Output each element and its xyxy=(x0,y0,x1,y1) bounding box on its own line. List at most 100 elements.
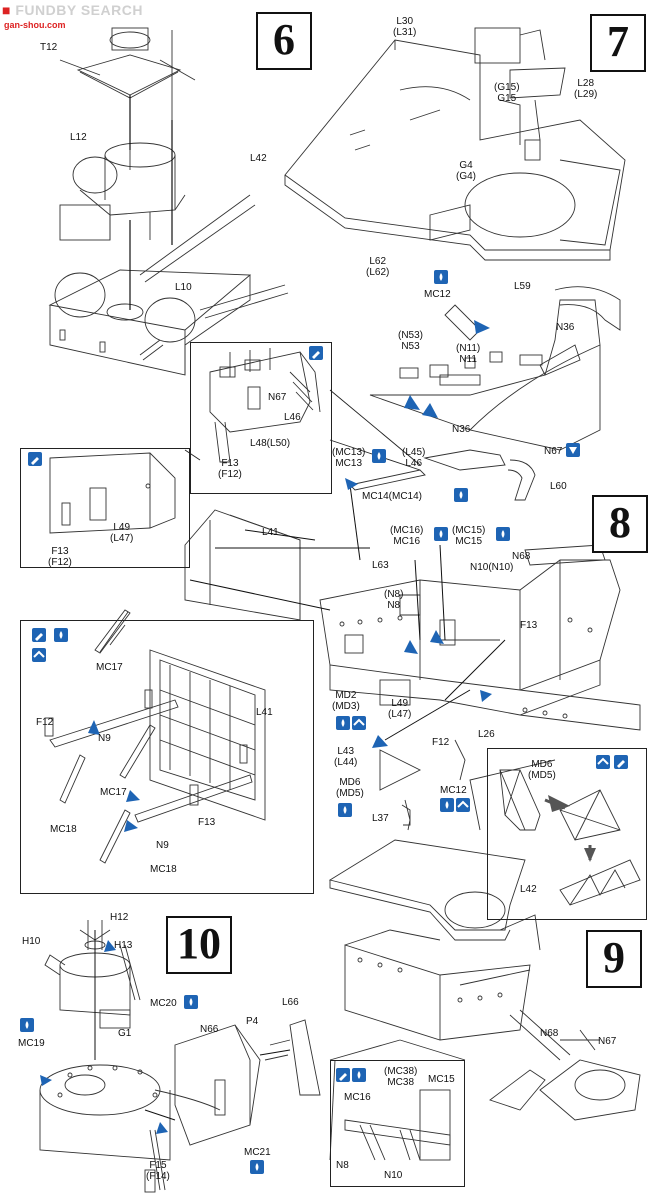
label-l42-step9: L42 xyxy=(520,884,537,895)
label-mc38-main: MC38 xyxy=(387,1077,415,1088)
inset-label-md6: MD6 (MD5) xyxy=(528,759,556,781)
label-l44-alt: (L44) xyxy=(334,757,358,768)
paint-glue-icon xyxy=(32,628,46,642)
glue-icon xyxy=(454,488,468,502)
label-n68: N68 xyxy=(512,551,531,562)
inset-step9-frame xyxy=(330,1060,465,1187)
label-l46-main: L46 xyxy=(405,458,423,469)
label-g15-alt: (G15) xyxy=(494,82,520,93)
inset-label-mc17-b: MC17 xyxy=(100,787,127,798)
step7-n67-drawing xyxy=(349,286,621,501)
label-l42: L42 xyxy=(250,153,267,164)
inset-label-mc17-a: MC17 xyxy=(96,662,123,673)
inset-ladders-frame xyxy=(20,620,314,894)
label-mc13: (MC13) MC13 xyxy=(332,447,365,469)
label-l60: L60 xyxy=(550,481,567,492)
label-g15-main: G15 xyxy=(497,93,517,104)
label-n8-step9: N8 xyxy=(336,1160,349,1171)
label-l28-main: L28 xyxy=(577,78,595,89)
label-l66: L66 xyxy=(282,997,299,1008)
inset-label-f12-alt: (F12) xyxy=(218,469,242,480)
glue-icon xyxy=(336,716,350,730)
inset-label-n9-b: N9 xyxy=(156,840,169,851)
label-l45-l46: (L45) L46 xyxy=(402,447,425,469)
inset-label-f13: F13 (F12) xyxy=(218,458,242,480)
label-f15: F15 (F14) xyxy=(146,1160,170,1182)
label-mc21: MC21 xyxy=(244,1147,271,1158)
paint-icon xyxy=(596,755,610,769)
label-l43-main: L43 xyxy=(337,746,355,757)
paint-icon xyxy=(352,716,366,730)
label-n53-main: N53 xyxy=(401,341,420,352)
inset-label-l47-alt: (L47) xyxy=(110,533,134,544)
label-l59: L59 xyxy=(514,281,531,292)
label-l41-top: L41 xyxy=(262,527,279,538)
inset-label-f12-b-alt: (F12) xyxy=(48,557,72,568)
label-t12: T12 xyxy=(40,42,58,53)
label-f14-alt: (F14) xyxy=(146,1171,170,1182)
label-f12: F12 xyxy=(432,737,450,748)
label-l30: L30 (L31) xyxy=(393,16,416,38)
cut-icon xyxy=(566,443,580,457)
label-md5-alt: (MD5) xyxy=(336,788,364,799)
label-md3-alt: (MD3) xyxy=(332,701,360,712)
inset-label-f13: F13 xyxy=(198,817,216,828)
label-mc13-alt: (MC13) xyxy=(332,447,366,458)
inset-n67-frame xyxy=(190,342,332,494)
label-mc16-main: MC16 xyxy=(393,536,421,547)
glue-icon xyxy=(352,1068,366,1082)
label-mc38-alt: (MC38) xyxy=(384,1066,418,1077)
label-l31-alt: (L31) xyxy=(393,27,417,38)
inset-l49-drawing xyxy=(49,452,176,534)
label-g1: G1 xyxy=(118,1028,132,1039)
label-l12: L12 xyxy=(70,132,87,143)
label-h12: H12 xyxy=(110,912,129,923)
md6-drawing xyxy=(469,759,641,906)
step10-drawing xyxy=(39,920,321,1193)
label-h10: H10 xyxy=(22,936,41,947)
glue-icon xyxy=(54,628,68,642)
label-mc12-top: MC12 xyxy=(424,289,451,300)
paint-icon xyxy=(456,798,470,812)
label-mc16-alt: (MC16) xyxy=(390,525,424,536)
label-mc15-main: MC15 xyxy=(455,536,483,547)
step6-tower-drawing xyxy=(48,27,289,376)
step-number-7: 7 xyxy=(590,14,646,72)
label-mc15-alt: (MC15) xyxy=(452,525,486,536)
label-n67-main: N67 xyxy=(544,446,563,457)
inset-n67-drawing xyxy=(209,348,321,463)
glue-icon xyxy=(440,798,454,812)
label-f15-main: F15 xyxy=(149,1160,167,1171)
glue-icon xyxy=(372,449,386,463)
label-n36-left: N36 xyxy=(452,424,471,435)
label-mc12: MC12 xyxy=(440,785,467,796)
inset-label-md5-alt: (MD5) xyxy=(528,770,556,781)
label-l10: L10 xyxy=(175,282,192,293)
label-mc19: MC19 xyxy=(18,1038,45,1049)
inset-label-mc18-b: MC18 xyxy=(150,864,177,875)
glue-icon xyxy=(184,995,198,1009)
paint-glue-icon xyxy=(336,1068,350,1082)
step9-inset-drawing xyxy=(329,1039,466,1161)
label-mc15: (MC15) MC15 xyxy=(452,525,485,547)
label-f13: F13 xyxy=(520,620,538,631)
inset-md6-frame xyxy=(487,748,647,920)
label-g4-main: G4 xyxy=(459,160,473,171)
label-l47-alt: (L47) xyxy=(388,709,412,720)
label-l62: L62 (L62) xyxy=(366,256,389,278)
glue-icon xyxy=(496,527,510,541)
label-l62-main: L62 xyxy=(369,256,387,267)
label-mc16: (MC16) MC16 xyxy=(390,525,423,547)
label-md6: MD6 (MD5) xyxy=(336,777,364,799)
label-n36-right: N36 xyxy=(556,322,575,333)
label-h13: H13 xyxy=(114,940,133,951)
label-g15: (G15) G15 xyxy=(494,82,520,104)
glue-icon xyxy=(434,527,448,541)
watermark-site: gan-shou.com xyxy=(4,20,66,30)
label-n53: (N53) N53 xyxy=(398,330,423,352)
step-number-9: 9 xyxy=(586,930,642,988)
inset-label-f13-b: F13 (F12) xyxy=(48,546,72,568)
label-mc16-step9: MC16 xyxy=(344,1092,371,1103)
label-l43: L43 (L44) xyxy=(334,746,357,768)
